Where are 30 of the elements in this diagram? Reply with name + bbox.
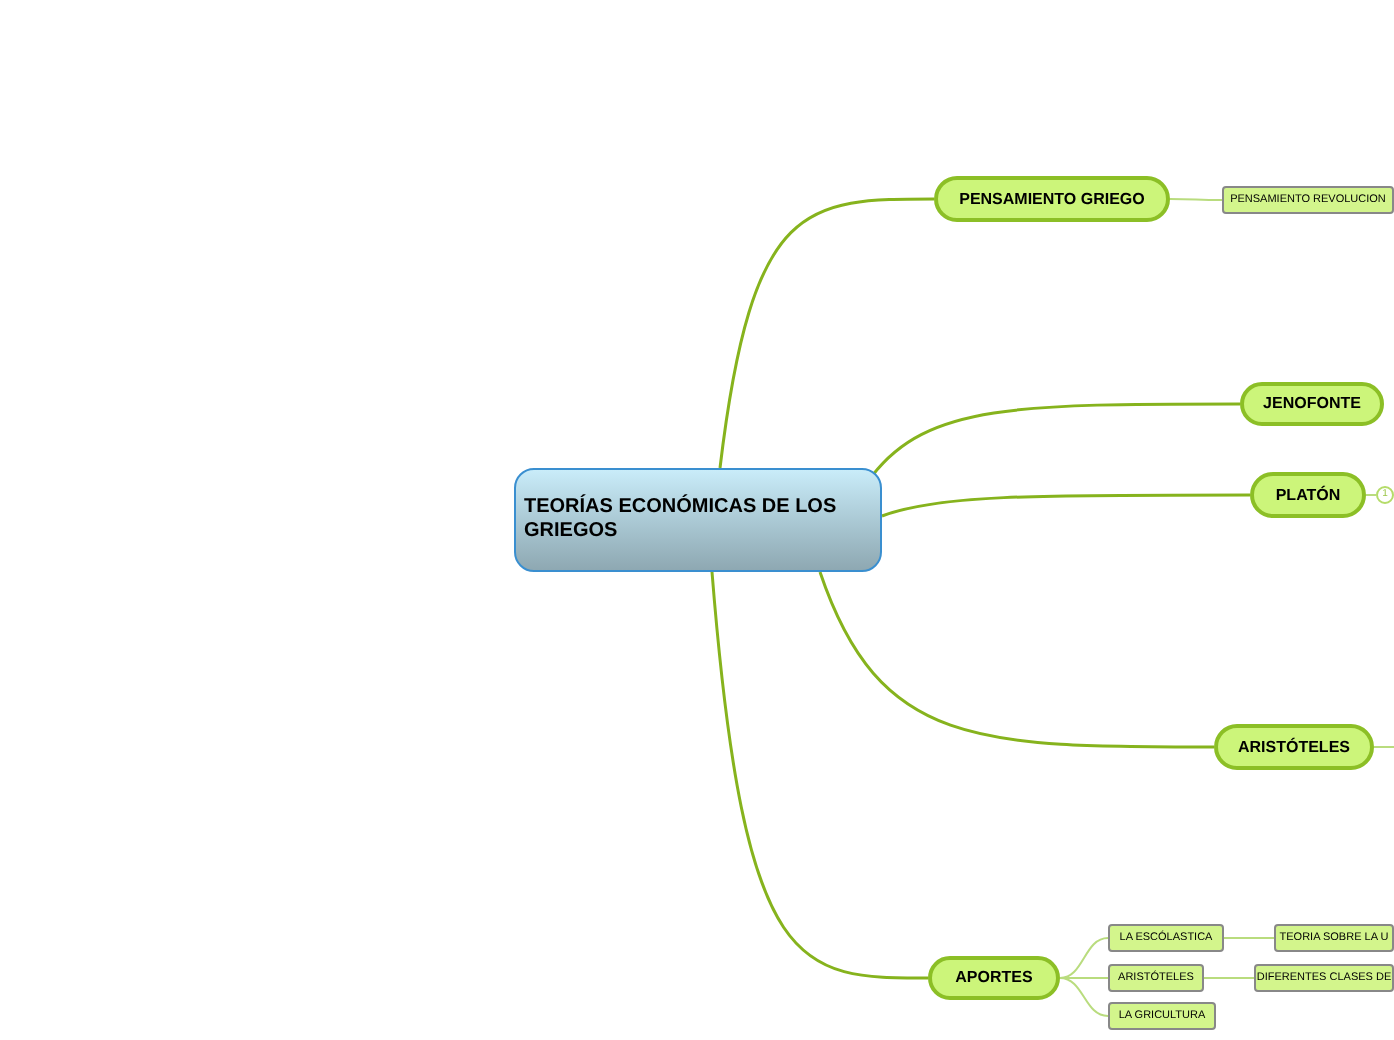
connector-line xyxy=(710,571,928,980)
node-text: PLATÓN xyxy=(1275,485,1341,505)
node-text: ARISTÓTELES xyxy=(1237,737,1350,757)
connector-line xyxy=(1223,937,1275,939)
node-text: JENOFONTE xyxy=(1263,394,1361,414)
subtopic-box xyxy=(1254,964,1394,992)
subtopic-box xyxy=(1108,964,1204,992)
subtopic-box xyxy=(1222,186,1394,214)
connector-line xyxy=(881,493,1250,518)
subtopic-box xyxy=(1108,924,1224,952)
subtopic-box xyxy=(1274,924,1394,952)
connector-line xyxy=(1365,494,1377,496)
node-text: TEORÍAS ECONÓMICAS DE LOS GRIEGOS xyxy=(524,495,839,545)
connector-line xyxy=(818,571,1214,749)
connector-line xyxy=(1059,937,1109,979)
branch-pill xyxy=(1214,724,1374,770)
connector-line xyxy=(870,402,1240,477)
connector-line xyxy=(1373,746,1394,748)
connector-line xyxy=(718,197,934,469)
connector-line xyxy=(1203,977,1255,979)
node-text: PENSAMIENTO GRIEGO xyxy=(959,189,1145,209)
branch-pill xyxy=(928,956,1060,1000)
branch-pill xyxy=(1250,472,1366,518)
topic-box xyxy=(514,468,882,572)
node-text: APORTES xyxy=(955,968,1033,988)
connector-line xyxy=(1059,977,1109,1017)
branch-pill xyxy=(934,176,1170,222)
subtopic-box xyxy=(1108,1002,1216,1030)
connector-line xyxy=(1169,198,1223,201)
branch-pill xyxy=(1240,382,1384,426)
